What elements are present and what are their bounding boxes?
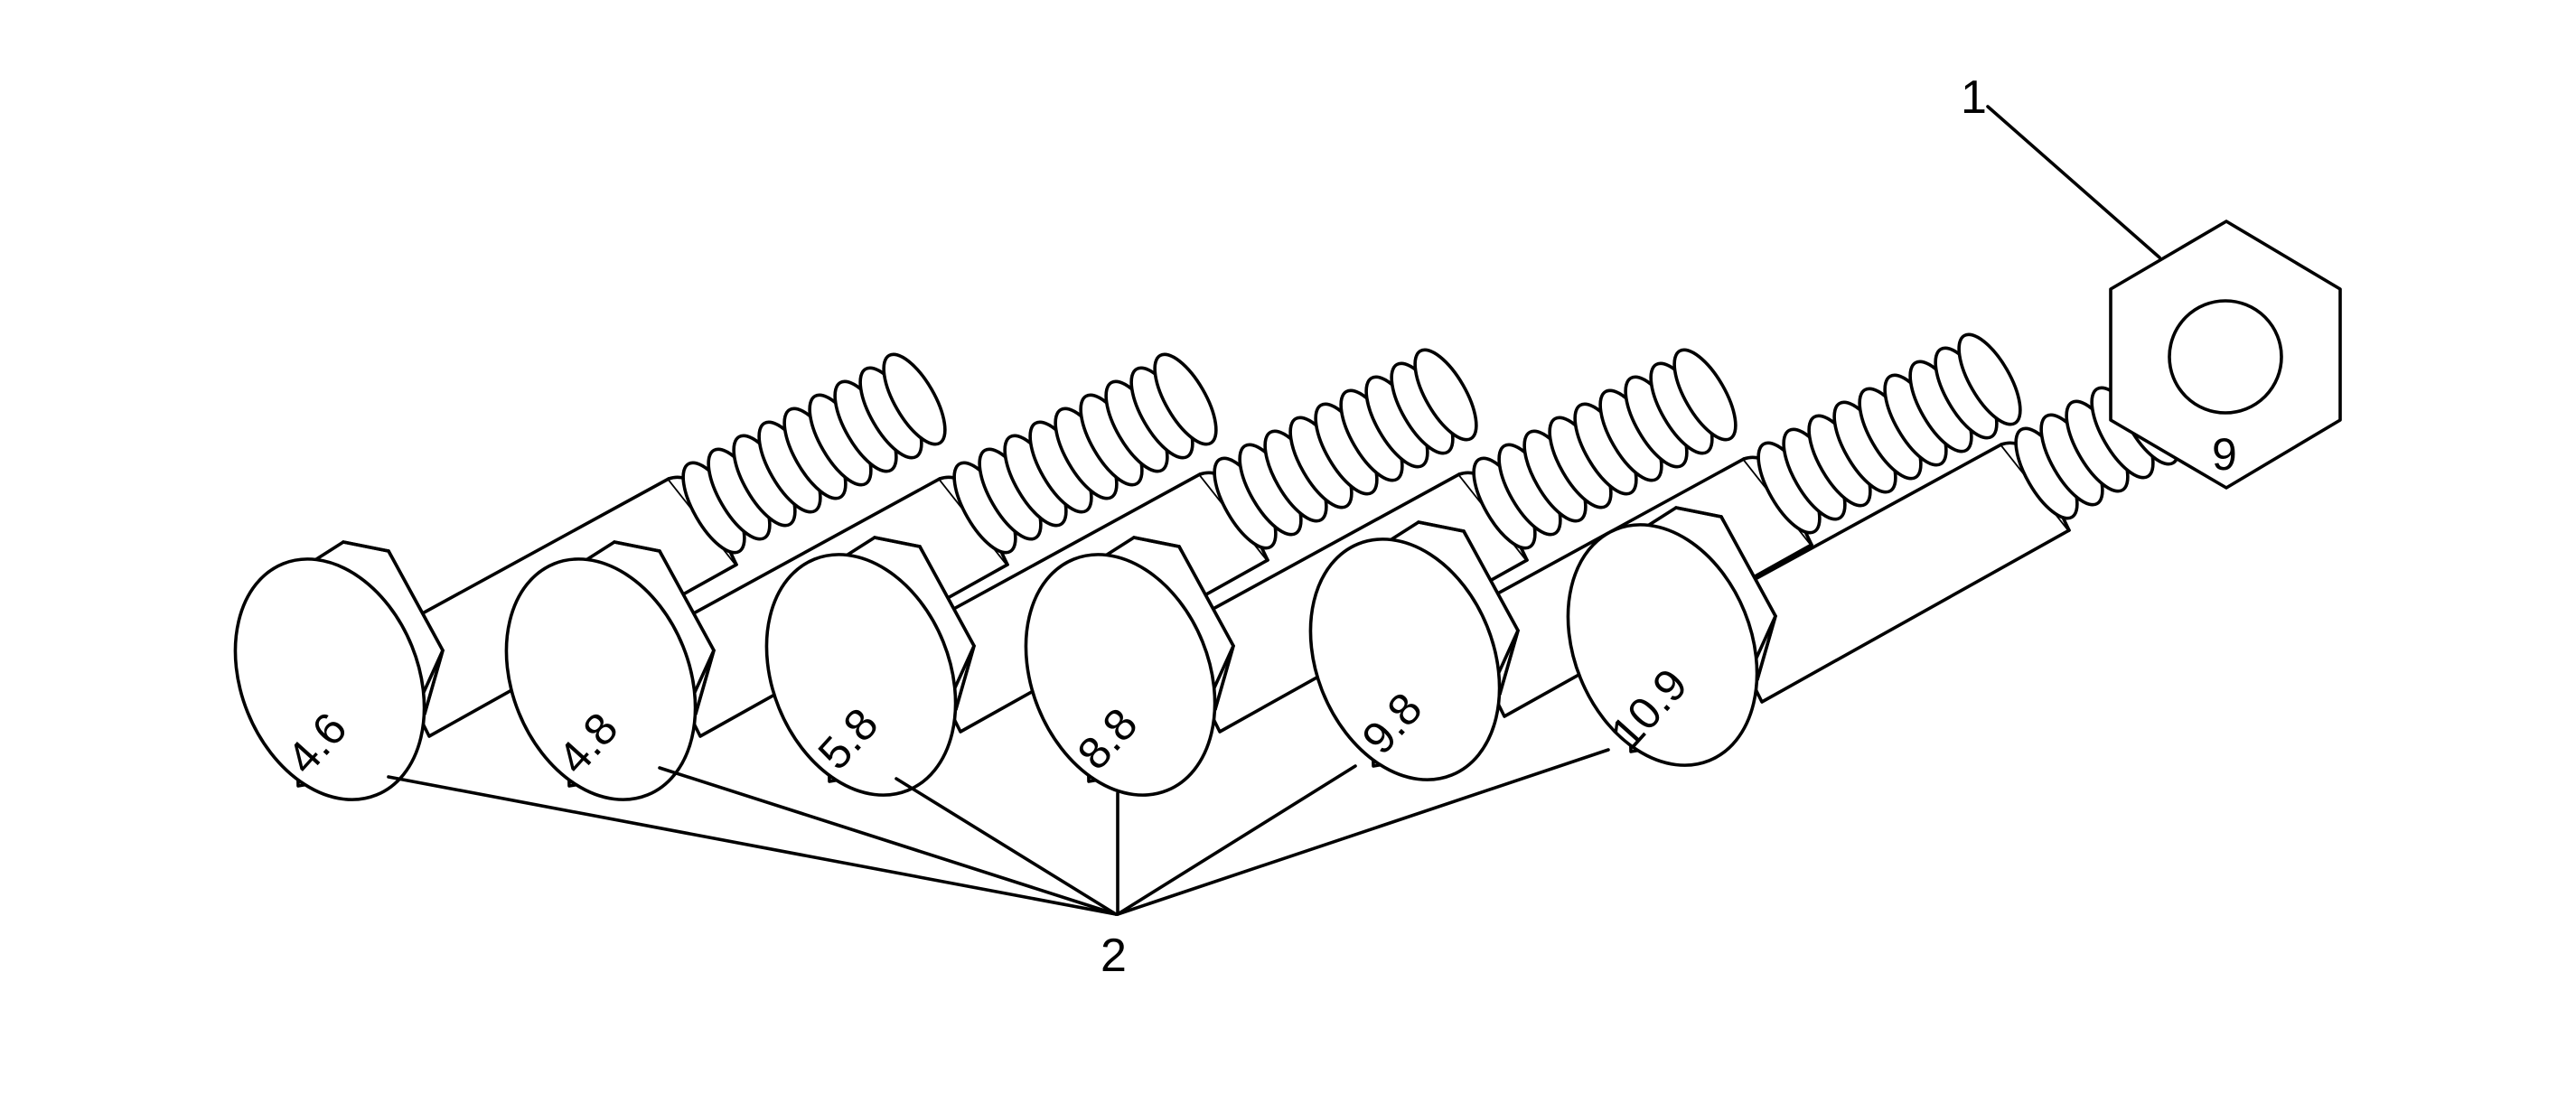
bolt-9-8: 9.8 bbox=[1274, 323, 2034, 810]
nut: 9 bbox=[2109, 220, 2342, 490]
nut-grade-label: 9 bbox=[2212, 429, 2237, 480]
bolt-leader-lines bbox=[387, 748, 1610, 916]
bolt-5-8: 5.8 bbox=[730, 339, 1490, 826]
nut-leader-line bbox=[1986, 105, 2161, 259]
bolts-callout-number: 2 bbox=[1101, 930, 1127, 982]
bolt-4-6: 4.6 bbox=[199, 343, 959, 830]
nut-callout-number: 1 bbox=[1961, 71, 1987, 124]
bolt-4-8: 4.8 bbox=[470, 343, 1230, 830]
bolt-8-8: 8.8 bbox=[989, 339, 1749, 826]
nut-marking-circle bbox=[2168, 299, 2283, 415]
